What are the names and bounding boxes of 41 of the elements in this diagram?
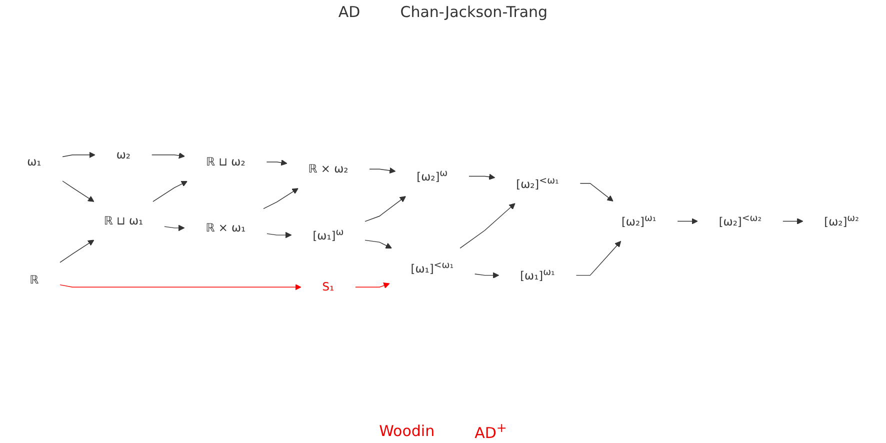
arrow bbox=[266, 160, 288, 166]
node-text: ℝ × ω₁ bbox=[206, 221, 246, 235]
arrow bbox=[468, 174, 496, 180]
arrow bbox=[164, 225, 185, 232]
node-text: ω₁ bbox=[27, 155, 42, 169]
node-text: [ω₂]$^{<ω₁}$ bbox=[516, 176, 559, 192]
annotation-text: AD$^{+}$ bbox=[474, 420, 507, 442]
node-text: [ω₂]$^{ω₂}$ bbox=[824, 214, 859, 229]
arrow bbox=[152, 181, 188, 202]
node-text: [ω₂]$^{ω}$ bbox=[416, 168, 448, 184]
node-text: S₁ bbox=[322, 280, 334, 294]
node-text: [ω₁]$^{ω₁}$ bbox=[520, 268, 555, 284]
arrow bbox=[460, 204, 516, 249]
arrow bbox=[677, 218, 698, 225]
node-text: [ω₁]$^{ω}$ bbox=[312, 228, 344, 243]
arrow bbox=[474, 272, 500, 279]
arrow bbox=[266, 232, 292, 239]
arrow bbox=[263, 188, 298, 210]
node-text: ω₂ bbox=[116, 148, 130, 162]
annotation-text: AD bbox=[338, 3, 360, 21]
arrow bbox=[782, 218, 804, 225]
node-text: ℝ bbox=[30, 273, 39, 287]
arrow bbox=[364, 196, 406, 222]
annotation-text: Chan-Jackson-Trang bbox=[400, 3, 548, 21]
node-text: [ω₂]$^{<ω₂}$ bbox=[718, 214, 762, 229]
arrow bbox=[576, 241, 622, 276]
arrow bbox=[364, 240, 392, 249]
node-text: ℝ ⊔ ω₁ bbox=[104, 214, 144, 228]
arrow bbox=[60, 284, 302, 291]
arrow bbox=[152, 152, 185, 160]
annotation-text: Woodin bbox=[379, 422, 435, 440]
node-text: [ω₂]$^{ω₁}$ bbox=[621, 214, 656, 229]
arrow bbox=[355, 282, 390, 289]
node-text: ℝ × ω₂ bbox=[308, 162, 348, 176]
arrow bbox=[60, 240, 94, 264]
arrow bbox=[369, 168, 396, 174]
arrow bbox=[580, 184, 614, 202]
arrow bbox=[62, 181, 94, 202]
node-text: [ω₁]$^{<ω₁}$ bbox=[410, 260, 454, 276]
arrow bbox=[62, 152, 96, 159]
node-text: ℝ ⊔ ω₂ bbox=[206, 155, 246, 169]
